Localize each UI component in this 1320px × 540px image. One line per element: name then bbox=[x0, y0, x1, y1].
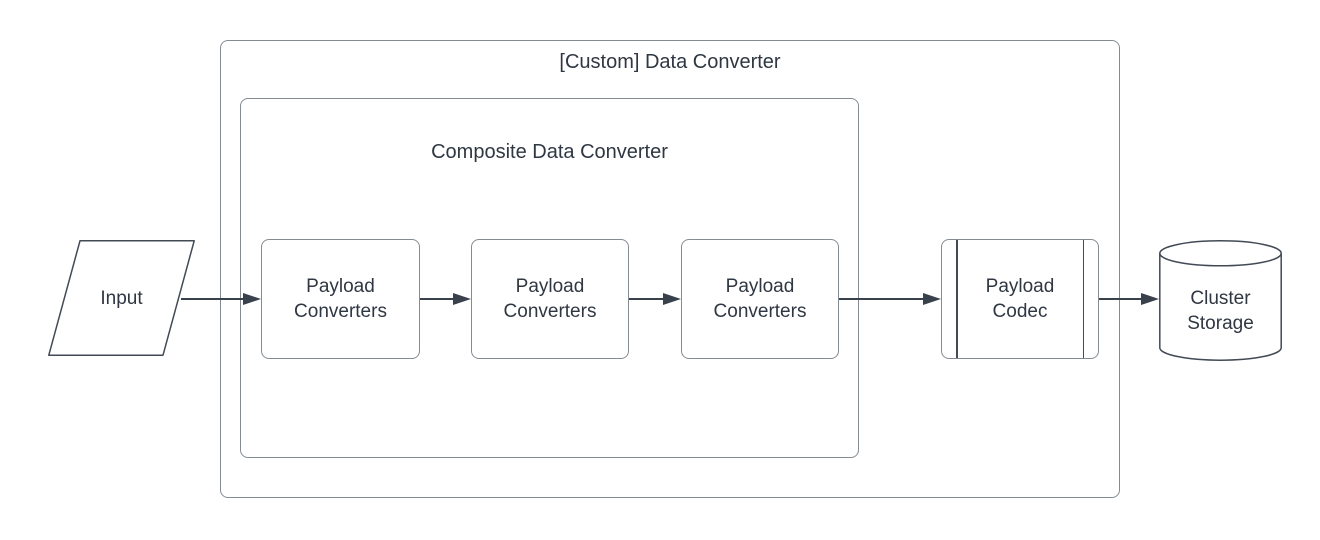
payload-codec-node: Payload Codec bbox=[941, 239, 1099, 359]
payload-converters-1-label: Payload Converters bbox=[294, 276, 387, 322]
payload-codec-label: Payload Codec bbox=[985, 276, 1055, 322]
cluster-storage-cylinder-shape bbox=[1159, 240, 1282, 361]
payload-converters-2-node: Payload Converters bbox=[471, 239, 629, 359]
inner-container-composite-data-converter bbox=[240, 98, 859, 458]
payload-converters-3-label: Payload Converters bbox=[713, 276, 807, 322]
predefined-process-right-bar bbox=[1082, 240, 1084, 358]
input-parallelogram-shape bbox=[48, 240, 195, 356]
outer-container-title: [Custom] Data Converter bbox=[559, 51, 781, 73]
inner-container-title: Composite Data Converter bbox=[431, 141, 668, 163]
arrowhead-icon bbox=[1141, 293, 1159, 305]
outer-container-custom-data-converter bbox=[220, 40, 1120, 498]
predefined-process-left-bar bbox=[956, 240, 958, 358]
payload-converters-3-node: Payload Converters bbox=[681, 239, 839, 359]
payload-converters-1-node: Payload Converters bbox=[261, 239, 420, 359]
payload-converters-2-label: Payload Converters bbox=[503, 276, 597, 322]
